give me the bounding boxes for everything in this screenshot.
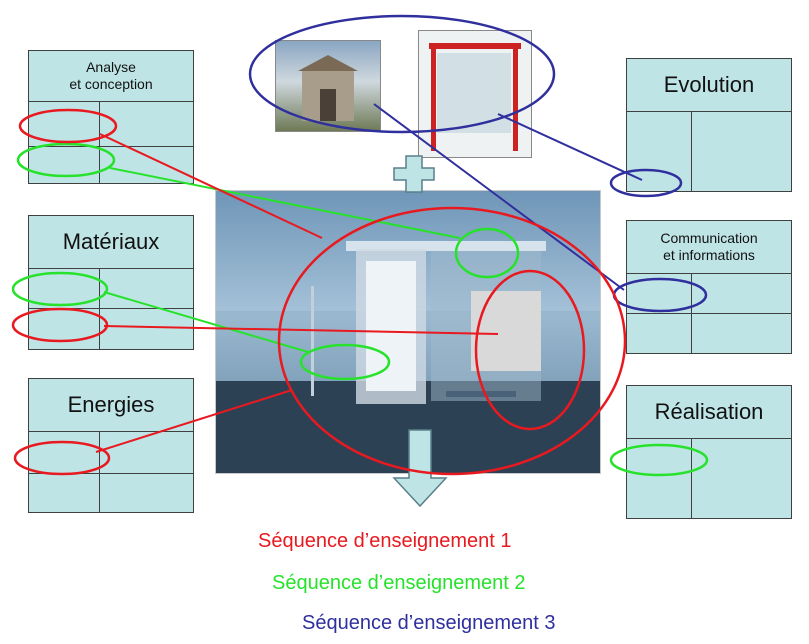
down-arrow-icon [392, 429, 448, 508]
plus-arrow-icon [393, 155, 435, 193]
shelter-roof [346, 241, 546, 251]
seq2-ellipse-analyse [16, 142, 116, 178]
seq3-ellipse-thumbnails [248, 14, 556, 134]
box-analyse: Analyse et conception [28, 50, 194, 184]
box-analyse-row-divider [29, 146, 193, 147]
box-realisation-title: Réalisation [627, 386, 791, 439]
lamp-post [311, 286, 314, 396]
box-communication: Communication et informations [626, 220, 792, 354]
box-communication-row-divider [627, 313, 791, 314]
seq1-line-analyse [99, 133, 323, 239]
red-shelter-post-right [513, 47, 518, 151]
red-shelter-roof [429, 43, 521, 49]
box-communication-col-divider [691, 273, 692, 353]
seq1-ellipse-energies [13, 440, 111, 476]
seq1-ellipse-materiaux [11, 307, 109, 343]
sequence-3-marks [248, 14, 708, 313]
seq2-ellipse-materiaux [11, 271, 109, 307]
box-communication-title: Communication et informations [627, 221, 791, 274]
box-energies-col-divider [99, 431, 100, 512]
bus-shelter-photo [215, 190, 601, 474]
seq2-ellipse-shelter-roof [454, 227, 520, 279]
seq3-ellipse-communication [612, 277, 708, 313]
bench [446, 391, 516, 397]
old-shelter-thumbnail [275, 40, 381, 132]
box-evolution-col-divider [691, 111, 692, 191]
old-shelter-roof [298, 55, 358, 71]
bus-shelter-illustration [216, 241, 600, 473]
box-evolution-title: Evolution [627, 59, 791, 112]
seq2-line-materiaux [103, 291, 309, 353]
seq1-ellipse-analyse [18, 108, 118, 144]
seq3-ellipse-evolution [609, 168, 683, 198]
red-shelter-thumbnail [418, 30, 532, 158]
seq1-line-energies [95, 389, 293, 453]
sequence-2-marks [11, 142, 709, 477]
box-realisation-col-divider [691, 438, 692, 518]
red-shelter-illustration [429, 43, 521, 151]
box-materiaux-col-divider [99, 268, 100, 349]
legend-sequence-2: Séquence d’enseignement 2 [272, 572, 526, 594]
sequence-1-marks [11, 108, 627, 476]
old-shelter-illustration [298, 55, 358, 121]
ad-panel-screen [366, 261, 416, 391]
box-analyse-title: Analyse et conception [29, 51, 193, 102]
legend-sequence-1: Séquence d’enseignement 1 [258, 530, 512, 552]
red-shelter-post-left [431, 47, 436, 151]
box-materiaux-row-divider [29, 308, 193, 309]
seq1-ellipse-map-panel [474, 269, 586, 431]
seq3-line-thumb-evolution [497, 113, 643, 181]
seq1-line-materiaux [103, 325, 499, 335]
box-materiaux-title: Matériaux [29, 216, 193, 269]
seq2-ellipse-realisation [609, 443, 709, 477]
old-shelter-door [320, 89, 336, 121]
box-energies-title: Energies [29, 379, 193, 432]
map-panel [471, 291, 541, 371]
box-realisation: Réalisation [626, 385, 792, 519]
box-energies-row-divider [29, 473, 193, 474]
legend-sequence-3: Séquence d’enseignement 3 [302, 612, 556, 634]
seq3-line-thumb-communication [373, 103, 625, 291]
seq1-ellipse-shelter [277, 206, 627, 476]
seq2-ellipse-bench [299, 343, 391, 381]
box-energies: Energies [28, 378, 194, 513]
box-analyse-col-divider [99, 101, 100, 183]
seq2-line-analyse [109, 167, 461, 239]
